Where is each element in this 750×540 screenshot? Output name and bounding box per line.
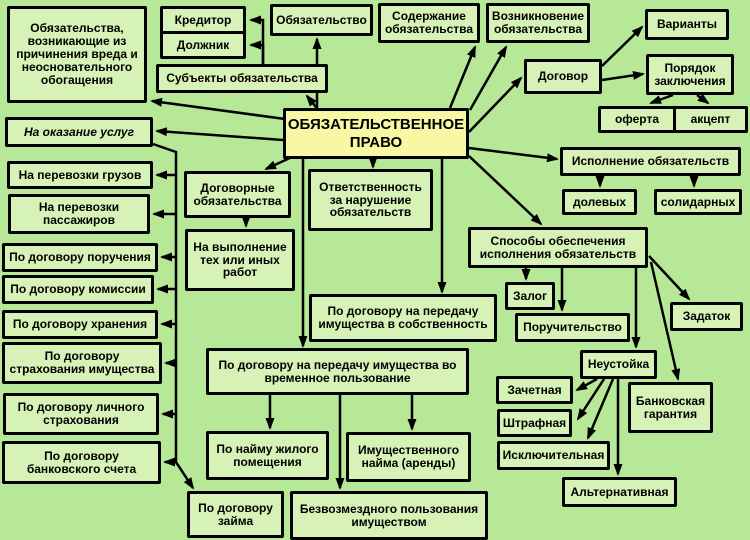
edge-central-tort (150, 97, 286, 121)
edge-contract-variants (601, 25, 644, 67)
edge-central-execution (468, 146, 559, 163)
node-contract: Договор (524, 59, 602, 94)
node-contractual: Договорные обязательства (184, 171, 291, 218)
node-bank-guarantee: Банковская гарантия (628, 382, 713, 433)
node-penalty: Неустойка (580, 350, 657, 379)
node-accept: акцепт (673, 106, 748, 133)
node-passengers: На перевозки пассажиров (8, 194, 150, 234)
node-loan: По договору займа (187, 491, 284, 538)
edge-contract-order (601, 70, 645, 82)
node-works: На выполнение тех или иных работ (185, 229, 295, 291)
node-commission: По договору комиссии (2, 275, 154, 304)
edge-order-offer (649, 93, 674, 105)
edge-order-accept (696, 93, 710, 105)
node-storage: По договору хранения (2, 310, 158, 339)
node-ways: Способы обеспечения исполнения обязатель… (468, 227, 648, 268)
edge-central-content (448, 45, 477, 109)
node-gratuitous: Безвозмездного пользования имуществом (290, 491, 488, 540)
edge-central-emergence (468, 45, 508, 111)
node-offset: Зачетная (496, 376, 573, 404)
node-debtor: Должник (160, 31, 246, 59)
node-responsibility: Ответственность за нарушение обязательст… (308, 169, 433, 231)
node-execution: Исполнение обязательств (560, 147, 741, 176)
edge-subjects-debtor (249, 40, 265, 64)
node-rental: Имущественного найма (аренды) (346, 432, 471, 482)
node-deposit: Задаток (670, 302, 743, 331)
node-shared: долевых (562, 189, 637, 215)
node-housing: По найму жилого помещения (206, 431, 329, 480)
edge-penalty-fine (576, 378, 606, 421)
edge-central-ways (468, 155, 543, 226)
node-emergence: Возникновение обязательства (486, 3, 590, 43)
node-temp-use: По договору на передачу имущества во вре… (206, 348, 469, 395)
edge-subjects-creditor (249, 15, 265, 64)
node-cargo: На перевозки грузов (7, 161, 153, 189)
node-offer: оферта (598, 106, 676, 133)
node-obligation: Обязательство (270, 4, 373, 36)
node-order: Порядок заключения (646, 54, 734, 95)
edge-central-contract (468, 76, 523, 133)
node-property-insurance: По договору страхования имущества (2, 342, 162, 384)
node-pledge: Залог (505, 282, 555, 310)
node-solidary: солидарных (654, 189, 742, 215)
node-tort: Обязательства, возникающие из причинения… (7, 6, 147, 103)
edge-penalty-exceptional (586, 378, 615, 440)
node-surety: Поручительство (515, 313, 630, 342)
node-bank-account: По договору банковского счета (2, 441, 161, 484)
node-central: ОБЯЗАТЕЛЬСТВЕННОЕ ПРАВО (283, 108, 469, 159)
node-subjects: Субъекты обязательства (156, 64, 328, 93)
node-content: Содержание обязательства (378, 3, 480, 43)
node-personal-insurance: По договору личного страхования (3, 393, 159, 435)
edge-central-services (155, 127, 284, 142)
node-creditor: Кредитор (160, 6, 246, 34)
node-services: На оказание услуг (5, 117, 153, 147)
edge-ways-deposit (648, 255, 691, 301)
node-assignment: По договору поручения (2, 243, 158, 272)
edge-penalty-offset (575, 377, 598, 392)
node-property-ownership: По договору на передачу имущества в собс… (309, 294, 497, 342)
node-alternative: Альтернативная (562, 477, 677, 507)
node-variants: Варианты (645, 9, 729, 40)
node-fine: Штрафная (497, 409, 572, 437)
node-exceptional: Исключительная (497, 441, 610, 470)
